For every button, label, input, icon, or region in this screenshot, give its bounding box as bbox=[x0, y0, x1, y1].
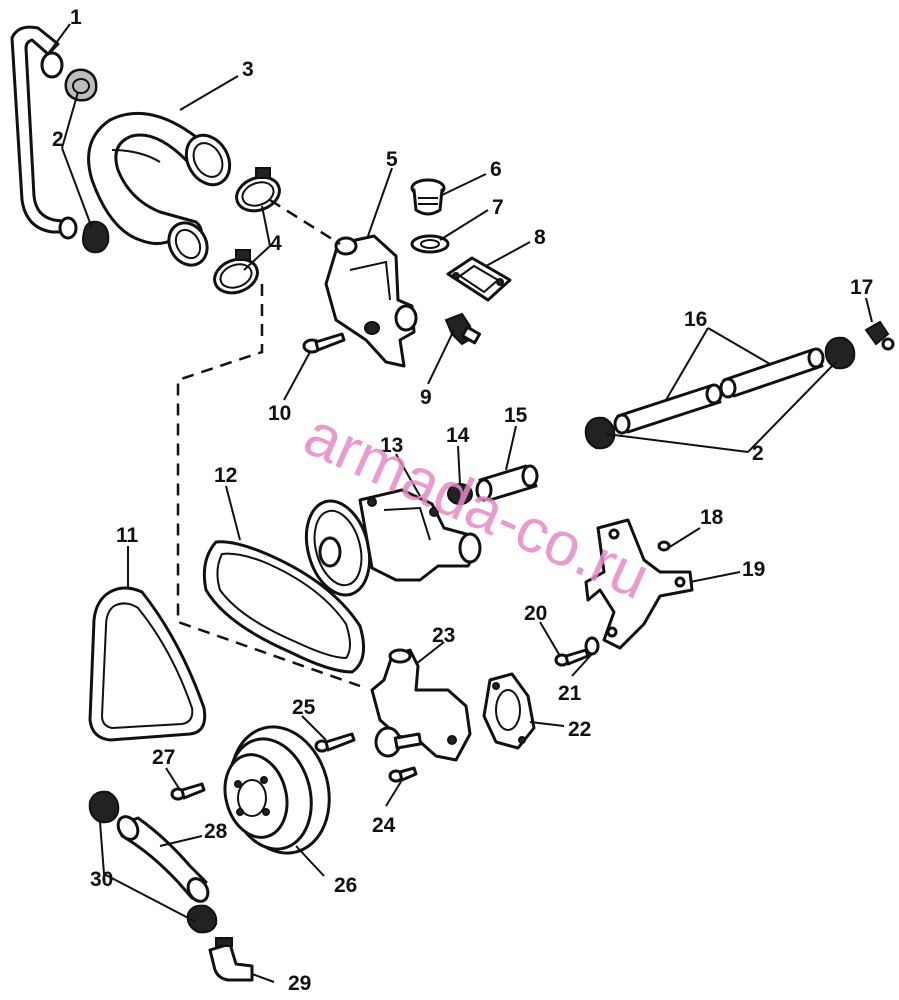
hose-part-28 bbox=[116, 815, 210, 903]
callout-29: 29 bbox=[288, 972, 311, 995]
nut-part-18 bbox=[657, 540, 671, 552]
callout-17: 17 bbox=[850, 276, 873, 299]
callout-14: 14 bbox=[446, 424, 470, 447]
callout-22: 22 bbox=[568, 718, 591, 741]
callout-23: 23 bbox=[432, 624, 455, 647]
band-clamp-part-4-b bbox=[213, 249, 259, 295]
callout-11: 11 bbox=[116, 524, 139, 547]
pump-body-part-23 bbox=[370, 648, 472, 762]
callout-5: 5 bbox=[386, 148, 398, 171]
routing-dashed-line bbox=[176, 198, 361, 688]
bolt-part-24 bbox=[388, 766, 418, 783]
hose-part-3 bbox=[87, 111, 232, 267]
gasket-part-8 bbox=[446, 256, 512, 302]
washer-part-21 bbox=[584, 636, 600, 656]
callout-19: 19 bbox=[742, 558, 765, 581]
elbow-fitting-part-29 bbox=[208, 937, 254, 982]
callout-12: 12 bbox=[214, 464, 237, 487]
clamp-part-2-d bbox=[824, 336, 856, 370]
fitting-part-17 bbox=[864, 320, 895, 351]
callout-25: 25 bbox=[292, 696, 316, 719]
callout-1: 1 bbox=[70, 6, 82, 29]
pulley-part-26 bbox=[223, 725, 331, 855]
belt-part-12 bbox=[202, 540, 366, 674]
callout-28: 28 bbox=[204, 820, 228, 843]
band-clamp-part-4-a bbox=[235, 167, 281, 213]
clamp-part-2-c bbox=[584, 416, 616, 450]
gasket-part-22 bbox=[482, 672, 536, 750]
callout-27: 27 bbox=[152, 746, 175, 769]
callout-13: 13 bbox=[380, 434, 403, 457]
clamp-part-30-a bbox=[88, 790, 120, 824]
water-pump-part-13 bbox=[304, 488, 482, 597]
callout-9: 9 bbox=[420, 386, 432, 409]
clamp-part-2-a bbox=[64, 68, 98, 102]
bracket-part-19 bbox=[584, 518, 694, 650]
bolt-part-27 bbox=[170, 782, 206, 801]
tube-part-16-b bbox=[719, 347, 825, 399]
leader-lines bbox=[47, 23, 873, 983]
callout-24: 24 bbox=[372, 814, 396, 837]
callout-6: 6 bbox=[490, 158, 502, 181]
callout-labels: 1 2 3 4 5 6 7 8 9 10 11 12 13 14 15 16 1… bbox=[52, 6, 873, 995]
callout-4: 4 bbox=[270, 232, 282, 255]
callout-26: 26 bbox=[334, 874, 357, 897]
tube-part-16-a bbox=[613, 383, 723, 435]
belt-part-11 bbox=[88, 586, 207, 742]
bolt-part-10 bbox=[302, 332, 346, 354]
clamp-part-30-b bbox=[186, 904, 218, 934]
callout-2-a: 2 bbox=[52, 128, 64, 151]
washer-part-7 bbox=[410, 234, 450, 254]
callout-15: 15 bbox=[504, 404, 528, 427]
callout-10: 10 bbox=[268, 402, 291, 425]
clamp-part-2-b bbox=[82, 220, 110, 254]
hose-part-1 bbox=[10, 25, 78, 240]
callout-3: 3 bbox=[242, 58, 254, 81]
cap-part-6 bbox=[410, 178, 446, 216]
bolt-part-20 bbox=[554, 648, 590, 667]
sender-part-9 bbox=[444, 312, 482, 346]
callout-16: 16 bbox=[684, 308, 707, 331]
callout-30: 30 bbox=[90, 868, 113, 891]
callout-8: 8 bbox=[534, 226, 546, 249]
callout-2-b: 2 bbox=[752, 442, 764, 465]
callout-7: 7 bbox=[492, 196, 504, 219]
callout-20: 20 bbox=[524, 602, 547, 625]
thermostat-housing-part-5 bbox=[324, 234, 418, 368]
hose-part-15 bbox=[475, 464, 539, 502]
callout-21: 21 bbox=[558, 682, 582, 705]
bolt-part-25 bbox=[314, 732, 356, 753]
callout-18: 18 bbox=[700, 506, 724, 529]
